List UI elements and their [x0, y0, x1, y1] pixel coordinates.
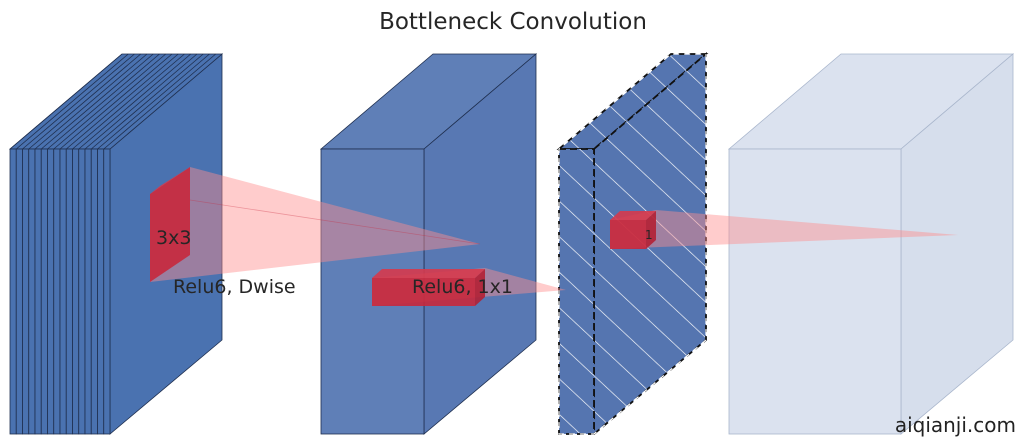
stack-slice-edge	[22, 53, 135, 150]
kernel-3x3	[150, 167, 190, 282]
stack-slice-edge	[40, 53, 154, 150]
stack-slice	[59, 148, 67, 435]
stack-slice-edge	[90, 53, 204, 150]
stack-slice	[9, 148, 17, 435]
stack-slice	[53, 148, 61, 435]
kernel-output	[610, 211, 656, 249]
kernel-1x1	[372, 269, 485, 306]
stack-slice-edge	[15, 53, 129, 150]
label-dwise: Relu6, Dwise	[173, 276, 296, 298]
stack-slice-edge	[97, 53, 210, 150]
stack-slice	[103, 148, 111, 435]
diagram-title: Bottleneck Convolution	[379, 9, 647, 35]
stack-slice-edge	[78, 53, 192, 150]
stack-slices	[9, 53, 217, 435]
watermark: aiqianji.com	[895, 413, 1016, 437]
stack-slice	[72, 148, 80, 435]
stack-slice-edge	[65, 53, 179, 150]
output-block	[727, 53, 1015, 435]
stack-slice	[40, 148, 48, 435]
label-kernel-size: 3x3	[156, 227, 191, 249]
stack-slice-edge	[9, 53, 123, 150]
stack-slice	[15, 148, 23, 435]
stack-slice	[47, 148, 55, 435]
stack-slice-edge	[47, 53, 160, 150]
stack-slice-edge	[53, 53, 167, 150]
stack-slice-edge	[72, 53, 185, 150]
input-stack-block	[8, 53, 224, 435]
stack-slice	[97, 148, 105, 435]
beam-output	[610, 210, 958, 249]
stack-slice	[78, 148, 86, 435]
stack-slice	[90, 148, 98, 435]
stack-slice-edge	[84, 53, 198, 150]
stack-slice-edge	[59, 53, 173, 150]
stack-slice-edge	[28, 53, 142, 150]
stack-slice-edge	[103, 53, 217, 150]
beam-dwise	[150, 167, 480, 282]
label-one: 1	[645, 228, 653, 242]
stack-slice	[65, 148, 73, 435]
stack-slice-edge	[34, 53, 148, 150]
stack-slice	[34, 148, 42, 435]
stack-slice	[28, 148, 36, 435]
stack-slice	[22, 148, 30, 435]
stack-slice	[84, 148, 92, 435]
label-pointwise: Relu6, 1x1	[412, 276, 513, 298]
